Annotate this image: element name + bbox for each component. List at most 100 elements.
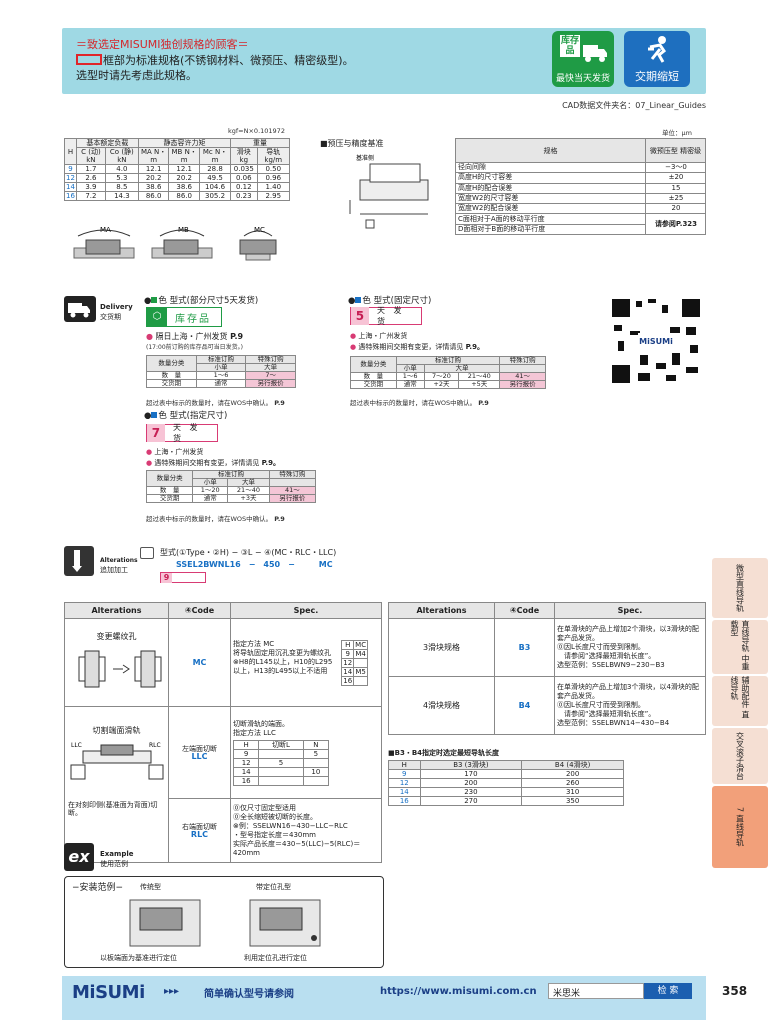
mb-diagram	[151, 229, 213, 259]
cell: 4.0	[104, 164, 139, 174]
unit-note: 单位：μm	[662, 129, 692, 137]
cell: 高度H的尺寸容差	[455, 172, 646, 184]
footer-slogan: 简单确认型号请参阅	[204, 989, 294, 1000]
cut-note: 在对刻印侧(基准面为背面)切断。	[68, 801, 158, 817]
cell: 径向间隙	[455, 161, 646, 174]
alt-mc-name: 变更螺纹孔	[96, 631, 137, 641]
col-sub: 导轨 kg/m	[256, 147, 291, 165]
cell: 请参阅P.323	[645, 213, 706, 236]
cell: 另行报价	[245, 379, 296, 388]
alterations-title-cn: 追加加工	[100, 566, 128, 574]
col-alterations: Alterations	[64, 602, 169, 619]
day-number: 5	[351, 307, 369, 325]
cell: 0.50	[256, 164, 291, 174]
col-sub: MB N・m	[168, 147, 200, 165]
search-input[interactable]: 米思米	[548, 983, 644, 999]
cell: 20.2	[168, 173, 200, 183]
cell	[258, 775, 304, 786]
stock-badge-label: 最快当天发货	[555, 74, 610, 84]
cell: 数量分类	[350, 356, 397, 373]
stock-box-icon: ⬡	[147, 308, 167, 326]
stock-tag: ⬡ 库存品	[146, 307, 222, 327]
cell: 14	[341, 666, 355, 677]
side-tab-cross-roller[interactable]: 交叉滚子滑台	[712, 728, 768, 784]
example-title: Example	[100, 850, 134, 858]
cell: M4	[353, 648, 369, 659]
qr-code-icon: MiSUMi	[610, 297, 702, 385]
moment-diagrams: MA MB MC	[73, 226, 277, 261]
prec-col1: 规格	[455, 138, 646, 163]
rlc-label: RLC	[149, 742, 161, 749]
cell: 宽度W2的尺寸容差	[455, 192, 646, 205]
col-sub: 滑块 kg	[230, 147, 258, 165]
side-tab-accessories[interactable]: 辅助配件 直线导轨	[712, 676, 768, 726]
code-b4: B4	[494, 676, 555, 735]
cell: 7.2	[75, 191, 106, 201]
example-b-label: 带定位孔型	[256, 883, 291, 891]
cell: 16	[232, 775, 260, 786]
cell: M5	[353, 666, 369, 677]
col-header: B4 (4滑块)	[521, 760, 624, 770]
cell: 16	[341, 675, 355, 686]
side-tab-mini-guide[interactable]: 微型直线导轨	[712, 558, 768, 618]
cell: 20.2	[137, 173, 170, 183]
cell: 5	[258, 757, 304, 768]
cell: 12	[388, 778, 421, 788]
code-mc: MC	[168, 618, 231, 707]
sec3-city: ● 上海・广州发货	[146, 448, 204, 456]
table-row: 12	[341, 657, 369, 668]
cell: 14	[64, 182, 77, 192]
cell: 8.5	[104, 182, 139, 192]
spec-b4: 在单滑块的产品上增加3个滑块，以4滑块的配套产品发货。 ⓪因L长度尺寸而受到限制…	[554, 676, 706, 735]
truck-icon	[583, 45, 607, 62]
col-code: ④Code	[168, 602, 231, 619]
precision-title: ■预压与精度基准	[320, 139, 384, 148]
red-frame-icon	[76, 54, 102, 65]
side-tab-medium-heavy[interactable]: 直线导轨 中重载型	[712, 620, 768, 674]
cell: MC	[353, 639, 369, 650]
col-header: B3 (3滑块)	[419, 760, 523, 770]
col-sub: MA N・m	[137, 147, 170, 165]
side-tab-linear-guide[interactable]: 7 直线导轨	[712, 786, 768, 868]
cell: 38.6	[137, 182, 170, 192]
sec1-note2: (17:00前订购的库存品可当日发货。)	[146, 344, 243, 351]
spec-mc: 指定方法 MC 将导轨固定用沉孔变更为螺纹孔 ⊗H8的L145以上，H10的L2…	[230, 618, 382, 707]
ma-diagram	[73, 229, 135, 259]
ma-label: MA	[100, 226, 111, 234]
cell: 通常	[195, 379, 247, 388]
sec3-title: ●色 型式(指定尺寸)	[144, 411, 228, 421]
sec2-note: ● 遇特殊期间交期有变更，详情请见 P.9。	[350, 343, 484, 351]
cell: 另行报价	[268, 494, 317, 503]
cell: 28.8	[198, 164, 232, 174]
cell: 0.12	[230, 182, 258, 192]
day-number: 9	[161, 572, 172, 583]
cell: N	[302, 739, 330, 750]
cell: 2.6	[75, 173, 106, 183]
mc-diagram	[239, 230, 277, 261]
search-button[interactable]: 检 索	[644, 983, 692, 999]
mc-label: MC	[254, 226, 265, 234]
example-b-caption: 利用定位孔进行定位	[244, 954, 307, 962]
sec2-city: ● 上海・广州发货	[350, 332, 408, 340]
cell: 260	[521, 778, 624, 788]
table-row: 径向间隙−3〜0	[455, 161, 706, 174]
alter-daybox: 9	[160, 572, 206, 583]
footer-url[interactable]: https://www.misumi.com.cn	[380, 986, 537, 997]
runner-icon	[648, 36, 667, 63]
cell: 0.035	[230, 164, 258, 174]
cell: 12.1	[137, 164, 170, 174]
sec3-note: ● 遇特殊期间交期有变更，详情请见 P.9。	[146, 459, 280, 467]
